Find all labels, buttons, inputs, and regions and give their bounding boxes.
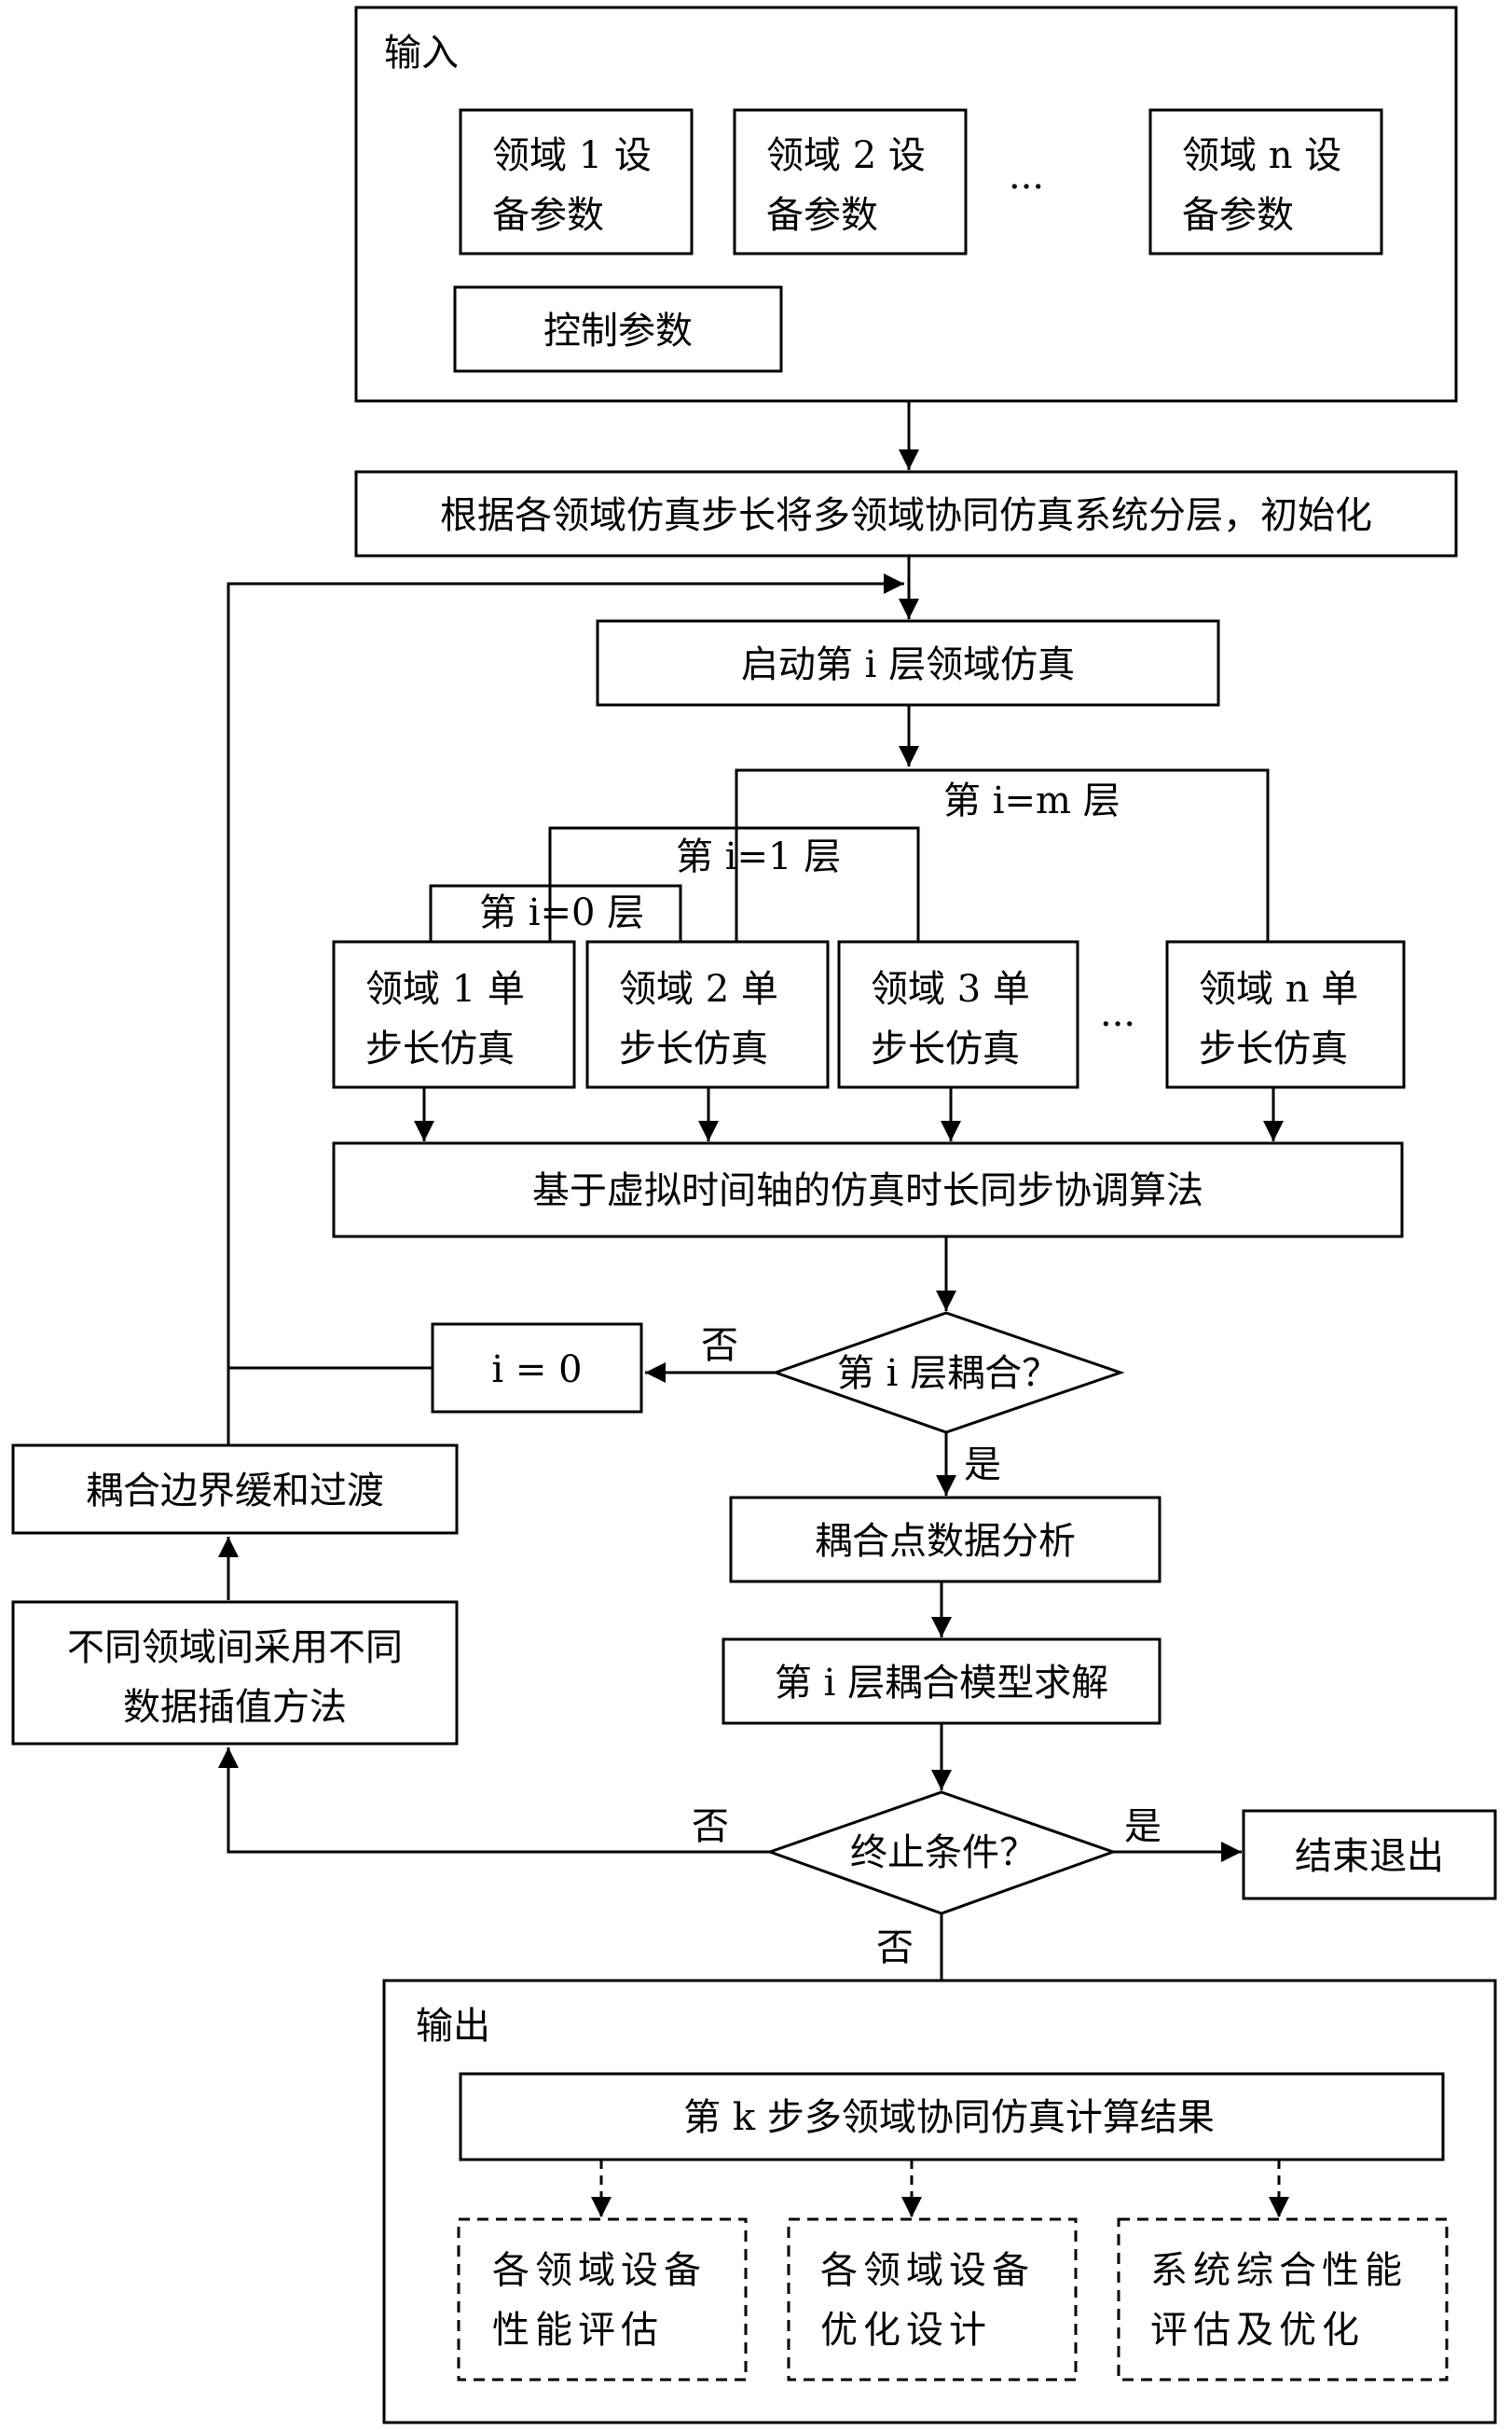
coupled-yes-label: 是 bbox=[964, 1443, 1001, 1486]
domain2-sim-line2: 步长仿真 bbox=[619, 1028, 768, 1070]
i-zero-label: i = 0 bbox=[491, 1348, 582, 1391]
output-opt-design-line2: 优化设计 bbox=[820, 2309, 992, 2352]
coupling-solve-label: 第 i 层耦合模型求解 bbox=[775, 1662, 1108, 1705]
interp-line1: 不同领域间采用不同 bbox=[67, 1626, 403, 1669]
arrow-terminate-no-left bbox=[228, 1747, 770, 1852]
start-layer-label: 启动第 i 层领域仿真 bbox=[741, 643, 1075, 686]
output-system-eval-box bbox=[1119, 2219, 1447, 2380]
layer-0-label: 第 i=0 层 bbox=[479, 891, 644, 934]
domain2-sim-line1: 领域 2 单 bbox=[619, 968, 778, 1011]
coupling-analysis-label: 耦合点数据分析 bbox=[815, 1520, 1076, 1563]
control-params-label: 控制参数 bbox=[543, 310, 693, 352]
transition-label: 耦合边界缓和过渡 bbox=[86, 1470, 384, 1512]
coupled-no-label: 否 bbox=[701, 1324, 738, 1367]
terminate-no-down-label: 否 bbox=[876, 1926, 914, 1969]
domain2-params-line1: 领域 2 设 bbox=[766, 134, 926, 177]
domainn-sim-line1: 领域 n 单 bbox=[1199, 968, 1358, 1011]
domain2-params-line2: 备参数 bbox=[766, 194, 878, 237]
input-ellipsis: ··· bbox=[1009, 166, 1044, 209]
output-system-eval-line2: 评估及优化 bbox=[1150, 2309, 1365, 2352]
interp-line2: 数据插值方法 bbox=[123, 1686, 347, 1729]
domain1-sim-line1: 领域 1 单 bbox=[365, 968, 525, 1011]
output-perf-eval-line1: 各领域设备 bbox=[492, 2249, 707, 2292]
domainn-params-line1: 领域 n 设 bbox=[1182, 134, 1341, 177]
output-perf-eval-box bbox=[459, 2219, 746, 2380]
exit-label: 结束退出 bbox=[1295, 1835, 1444, 1878]
input-label: 输入 bbox=[384, 32, 459, 75]
terminate-yes-label: 是 bbox=[1124, 1805, 1161, 1848]
sim-ellipsis: ··· bbox=[1100, 1003, 1135, 1046]
layer-1-label: 第 i=1 层 bbox=[676, 835, 841, 878]
output-label: 输出 bbox=[416, 2005, 490, 2048]
domain1-params-line1: 领域 1 设 bbox=[492, 134, 652, 177]
output-opt-design-box bbox=[789, 2219, 1076, 2380]
domain3-sim-line1: 领域 3 单 bbox=[871, 968, 1030, 1011]
domainn-sim-line2: 步长仿真 bbox=[1199, 1028, 1348, 1070]
init-label: 根据各领域仿真步长将多领域协同仿真系统分层，初始化 bbox=[440, 494, 1372, 537]
domainn-params-line2: 备参数 bbox=[1182, 194, 1294, 237]
output-perf-eval-line2: 性能评估 bbox=[492, 2309, 664, 2352]
coupled-decision-label: 第 i 层耦合？ bbox=[837, 1352, 1059, 1395]
domain1-params-line2: 备参数 bbox=[492, 194, 604, 237]
result-label: 第 k 步多领域协同仿真计算结果 bbox=[683, 2096, 1215, 2139]
layer-m-label: 第 i=m 层 bbox=[943, 780, 1120, 822]
sync-label: 基于虚拟时间轴的仿真时长同步协调算法 bbox=[532, 1169, 1203, 1212]
terminate-decision-label: 终止条件？ bbox=[850, 1831, 1037, 1874]
output-system-eval-line1: 系统综合性能 bbox=[1150, 2249, 1408, 2292]
terminate-no-left-label: 否 bbox=[692, 1805, 729, 1848]
domain1-sim-line2: 步长仿真 bbox=[365, 1028, 515, 1070]
output-opt-design-line1: 各领域设备 bbox=[820, 2249, 1035, 2292]
domain3-sim-line2: 步长仿真 bbox=[871, 1028, 1020, 1070]
